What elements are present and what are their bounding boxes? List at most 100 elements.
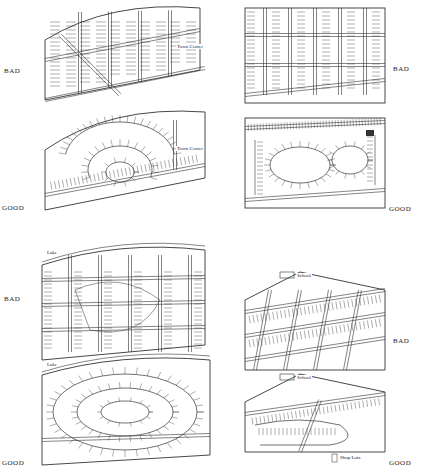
plan-stroke xyxy=(119,382,121,388)
plan-stroke xyxy=(322,60,330,61)
plan-stroke xyxy=(332,302,333,310)
plan-stroke xyxy=(126,26,136,27)
plan-stroke xyxy=(104,272,112,273)
plan-stroke xyxy=(96,58,106,59)
plan-stroke xyxy=(344,324,345,332)
plan-stroke xyxy=(110,66,120,67)
quality-label: GOOD xyxy=(389,460,411,467)
plan-stroke xyxy=(176,380,181,385)
plan-stroke xyxy=(66,46,76,47)
plan-stroke xyxy=(272,415,273,422)
plan-stroke xyxy=(367,149,373,150)
plan-stroke xyxy=(80,54,90,55)
plan-stroke xyxy=(94,174,95,182)
plan-stroke xyxy=(322,20,330,21)
plan-stroke xyxy=(352,299,353,307)
plan-stroke xyxy=(156,30,166,31)
plan-stroke xyxy=(74,312,82,313)
plan-stroke xyxy=(44,340,52,341)
plan-stroke xyxy=(295,411,296,418)
plan-stroke xyxy=(76,422,81,424)
plan-stroke xyxy=(257,170,263,171)
plan-stroke xyxy=(327,160,332,161)
plan-stroke xyxy=(80,58,90,59)
plan-stroke xyxy=(131,255,132,352)
plan-stroke xyxy=(186,50,196,51)
plan-stroke xyxy=(104,276,112,277)
plan-stroke xyxy=(347,76,355,77)
plan-stroke xyxy=(269,153,274,156)
plan-stroke xyxy=(193,398,200,400)
plan-stroke xyxy=(363,401,364,408)
plan-stroke xyxy=(147,448,149,455)
plan-stroke xyxy=(288,412,289,419)
plan-stroke xyxy=(74,304,82,305)
plan-stroke xyxy=(79,443,83,449)
plan-stroke xyxy=(134,296,142,297)
plan-stroke xyxy=(269,174,274,177)
plan-stroke xyxy=(74,348,82,349)
plan-stroke xyxy=(135,142,138,148)
plan-stroke xyxy=(126,34,136,35)
plan-stroke xyxy=(50,182,51,190)
plan-stroke xyxy=(348,300,349,308)
plan-stroke xyxy=(96,30,106,31)
plan-stroke xyxy=(197,412,204,413)
plan-stroke xyxy=(245,33,385,34)
plan-stroke xyxy=(304,307,305,315)
plan-stroke xyxy=(252,418,253,425)
plan-stroke xyxy=(74,272,82,273)
plan-stroke xyxy=(251,124,252,131)
plan-stroke xyxy=(372,44,380,45)
plan-stroke xyxy=(347,68,355,69)
plan-stroke xyxy=(77,128,82,133)
plan-stroke xyxy=(272,48,280,49)
plan-stroke xyxy=(42,247,205,360)
plan-stroke xyxy=(348,324,349,332)
plan-stroke xyxy=(194,288,202,289)
plan-stroke xyxy=(247,84,255,85)
plan-stroke xyxy=(347,80,355,81)
plan-stroke xyxy=(97,412,101,413)
plan-stroke xyxy=(366,8,367,95)
plan-stroke xyxy=(329,152,334,154)
plan-stroke xyxy=(104,304,112,305)
plan-stroke xyxy=(375,399,376,406)
plan-stroke xyxy=(80,34,90,35)
plan-stroke xyxy=(180,158,181,166)
plan-stroke xyxy=(256,417,257,424)
plan-stroke xyxy=(272,76,280,77)
plan-stroke xyxy=(156,26,166,27)
plan-stroke xyxy=(308,330,309,338)
plan-stroke xyxy=(272,20,280,21)
plan-stroke xyxy=(257,338,258,346)
plan-outline xyxy=(245,8,385,103)
plan-stroke xyxy=(164,276,172,277)
plan-stroke xyxy=(247,16,255,17)
plan-stroke xyxy=(96,46,106,47)
plan-stroke xyxy=(194,312,202,313)
plan-stroke xyxy=(110,58,120,59)
plan-stroke xyxy=(44,292,52,293)
plan-stroke xyxy=(322,68,330,69)
plan-stroke xyxy=(164,332,172,333)
plan-stroke xyxy=(336,171,339,175)
plan-stroke xyxy=(332,146,368,174)
plan-stroke xyxy=(299,428,300,435)
plan-stroke xyxy=(130,423,132,427)
plan-stroke xyxy=(164,316,172,317)
plan-stroke xyxy=(128,255,129,352)
plan-stroke xyxy=(140,62,150,63)
plan-stroke xyxy=(367,181,373,182)
plan-stroke xyxy=(347,40,355,41)
plan-stroke xyxy=(347,84,355,85)
plan-stroke xyxy=(157,430,161,434)
plan-stroke xyxy=(284,122,285,129)
plan-stroke xyxy=(194,304,202,305)
plan-stroke xyxy=(104,116,106,123)
plan-stroke xyxy=(127,140,129,147)
plan-stroke xyxy=(69,380,74,385)
plan-stroke xyxy=(44,276,52,277)
plan-stroke xyxy=(184,157,185,165)
plan-stroke xyxy=(297,60,305,61)
